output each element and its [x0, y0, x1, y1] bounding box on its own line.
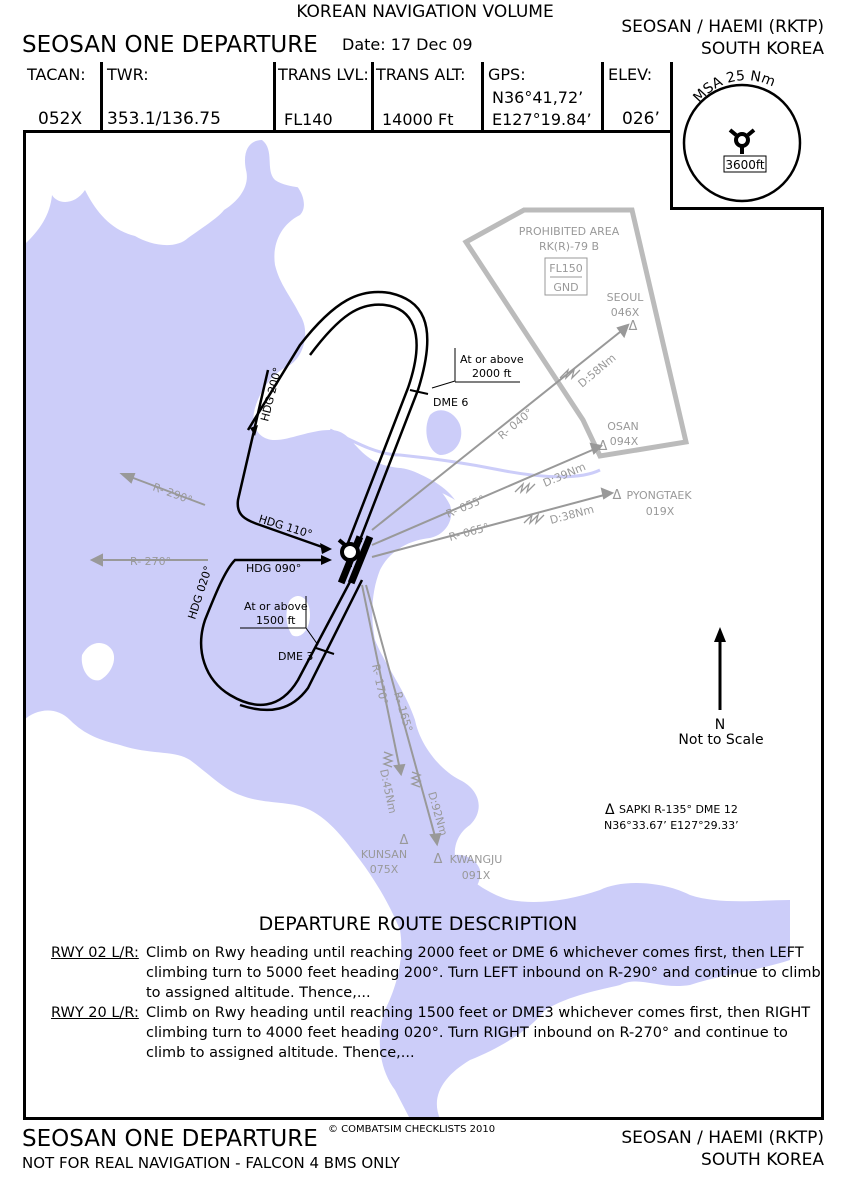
land-peninsula	[286, 595, 310, 637]
description-title: DEPARTURE ROUTE DESCRIPTION	[258, 913, 578, 935]
navaid-kunsan-name: KUNSAN	[361, 848, 407, 861]
airport-symbol	[337, 535, 374, 585]
radial-170	[361, 584, 401, 771]
navaid-pyongtaek-name: PYONGTAEK	[626, 489, 692, 502]
tower-label: TWR:	[107, 65, 149, 84]
navaid-osan-icon: Δ	[599, 439, 608, 454]
rwy02-text: Climb on Rwy heading until reaching 2000…	[146, 945, 821, 1001]
navaid-osan-name: OSAN	[607, 420, 639, 433]
radial-065	[371, 493, 609, 558]
footer-airport-name: SEOSAN / HAEMI (RKTP)	[621, 1128, 824, 1148]
restriction-2000-line2: 2000 ft	[472, 367, 512, 380]
chart-date: Date: 17 Dec 09	[342, 35, 473, 54]
tacan-cell: TACAN: 052X	[23, 62, 103, 130]
volume-title: KOREAN NAVIGATION VOLUME	[296, 2, 554, 22]
rwy20-text: Climb on Rwy heading until reaching 1500…	[146, 1005, 811, 1061]
prohibited-lower-limit: GND	[553, 281, 578, 294]
navaid-kwangju-channel: 091X	[462, 869, 491, 882]
scale-note: Not to Scale	[678, 732, 763, 748]
airport-name: SEOSAN / HAEMI (RKTP)	[621, 17, 824, 37]
footer-airport-country: SOUTH KOREA	[701, 1150, 824, 1170]
navaid-seoul-icon: Δ	[629, 319, 638, 334]
gps-longitude: E127°19.84’	[492, 110, 592, 129]
copyright: © COMBATSIM CHECKLISTS 2010	[328, 1124, 496, 1135]
radial-165	[365, 584, 437, 841]
navaid-kwangju-name: KWANGJU	[450, 853, 503, 866]
msa-airport-icon	[728, 128, 756, 154]
north-label: N	[715, 717, 725, 733]
north-arrow	[714, 627, 726, 710]
heading-090-label: HDG 090°	[246, 562, 301, 575]
radials	[89, 323, 630, 847]
track-rwy02-inner	[309, 303, 418, 544]
navaid-kunsan-icon: Δ	[400, 833, 409, 848]
water-bays	[400, 410, 481, 897]
elevation-label: ELEV:	[608, 65, 653, 84]
msa-diagram: MSA 25 Nm 3600ft	[682, 68, 802, 203]
land-south-west	[24, 710, 410, 1119]
rwy20-label: RWY 20 L/R:	[51, 1005, 139, 1021]
tower-cell: TWR: 353.1/136.75	[103, 62, 276, 130]
radial-290	[127, 475, 206, 506]
rwy02-label: RWY 02 L/R:	[51, 945, 139, 961]
dme3-label: DME 3	[278, 650, 313, 663]
track-rwy02-outer	[246, 290, 429, 546]
trans-level-value: FL140	[284, 110, 333, 129]
tacan-value: 052X	[38, 109, 83, 129]
elevation-cell: ELEV: 026’	[604, 62, 672, 130]
navaid-pyongtaek-icon: Δ	[613, 488, 622, 503]
navaid-seoul-name: SEOUL	[607, 291, 645, 304]
radial-055	[371, 447, 598, 546]
radial-270-label: R- 270°	[130, 555, 171, 568]
prohibited-area-title: PROHIBITED AREA	[519, 225, 620, 238]
navaid-kwangju-icon: Δ	[434, 852, 443, 867]
track-hdg110	[236, 369, 326, 550]
navaid-seoul-channel: 046X	[611, 306, 640, 319]
footer-title: SEOSAN ONE DEPARTURE	[22, 1126, 318, 1152]
airport-country: SOUTH KOREA	[701, 39, 824, 59]
navaid-kunsan-channel: 075X	[370, 863, 399, 876]
sapki-line1: SAPKI R-135° DME 12	[619, 803, 738, 816]
restriction-1500-line1: At or above	[244, 600, 308, 613]
tower-value: 353.1/136.75	[107, 109, 221, 129]
msa-box: MSA 25 Nm 3600ft	[670, 62, 824, 210]
gps-label: GPS:	[488, 65, 526, 84]
restriction-2000-line1: At or above	[460, 353, 524, 366]
trans-alt-value: 14000 Ft	[382, 110, 454, 129]
radial-040	[371, 327, 626, 531]
dme6-label: DME 6	[433, 396, 468, 409]
departure-tracks	[200, 290, 429, 712]
elevation-value: 026’	[622, 109, 660, 129]
footer-airport: SEOSAN / HAEMI (RKTP) SOUTH KOREA	[621, 1127, 824, 1171]
prohibited-area-id: RK(R)-79 B	[539, 240, 599, 253]
airport-header: SEOSAN / HAEMI (RKTP) SOUTH KOREA	[621, 16, 824, 60]
trans-alt-cell: TRANS ALT: 14000 Ft	[374, 62, 484, 130]
land-island	[81, 643, 115, 681]
prohibited-upper-limit: FL150	[549, 262, 582, 275]
prohibited-area	[462, 207, 690, 459]
sapki-icon: Δ	[605, 802, 615, 818]
track-rwy20-inner	[239, 579, 364, 712]
land-east	[253, 133, 825, 1119]
msa-altitude: 3600ft	[725, 158, 765, 172]
navaid-pyongtaek-channel: 019X	[646, 505, 675, 518]
gps-cell: GPS: N36°41,72’ E127°19.84’	[484, 62, 604, 130]
sapki-line2: N36°33.67’ E127°29.33’	[604, 819, 739, 832]
land-areas	[24, 133, 825, 1119]
track-rwy20-outer	[200, 558, 354, 707]
chart-title: SEOSAN ONE DEPARTURE	[22, 32, 318, 58]
footer-note: NOT FOR REAL NAVIGATION - FALCON 4 BMS O…	[22, 1154, 400, 1172]
restriction-1500-line2: 1500 ft	[256, 614, 296, 627]
navaid-osan-channel: 094X	[610, 435, 639, 448]
info-bar: TACAN: 052X TWR: 353.1/136.75 TRANS LVL:…	[23, 62, 672, 133]
gps-latitude: N36°41,72’	[492, 88, 584, 107]
trans-alt-label: TRANS ALT:	[376, 65, 466, 84]
tacan-label: TACAN:	[27, 65, 86, 84]
river	[329, 428, 601, 479]
trans-level-label: TRANS LVL:	[278, 65, 369, 84]
trans-level-cell: TRANS LVL: FL140	[276, 62, 374, 130]
